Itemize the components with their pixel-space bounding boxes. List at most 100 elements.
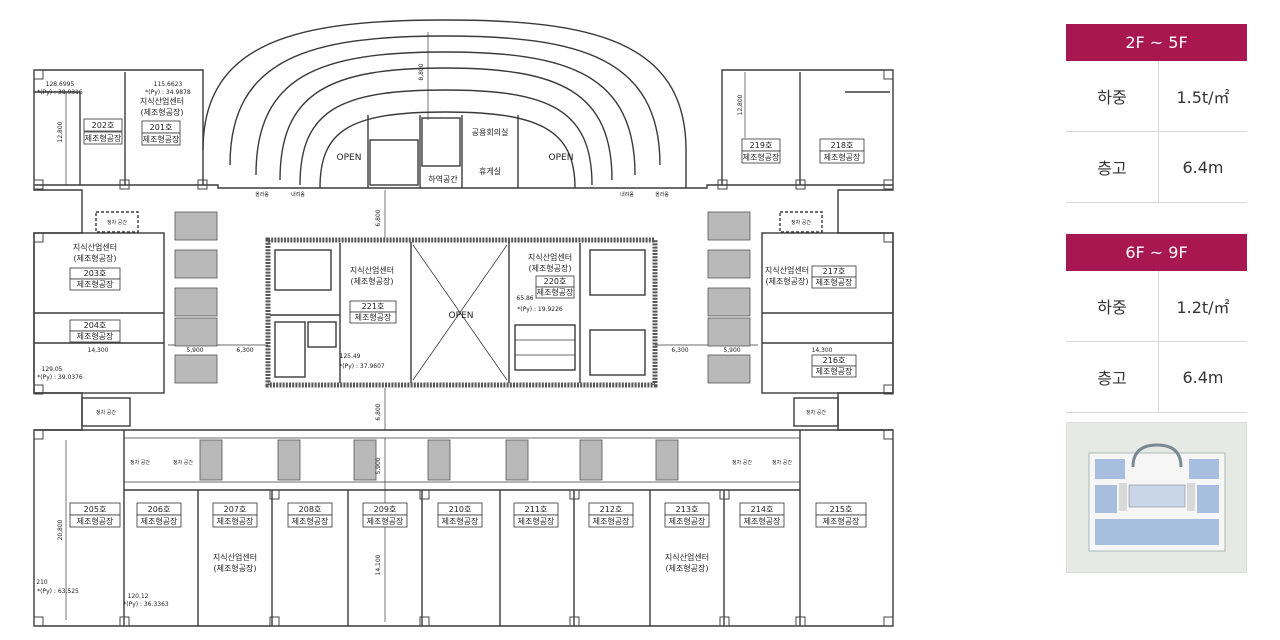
unit-208-type: 제조형공장 (292, 516, 329, 526)
ramp-up-right: 올라옴 (655, 191, 669, 198)
dim-14100: 14,100 (375, 554, 382, 575)
area-202: 128.6995 (46, 81, 75, 88)
unit-216: 216호 (823, 356, 846, 365)
unit-221: 221호 (362, 302, 385, 311)
park-space-left: 정차 공간 (107, 219, 127, 226)
ramp-down-right: 내려옴 (620, 191, 634, 198)
area-206: 120.12 (128, 593, 149, 600)
loading-area: 하역공간 (428, 174, 458, 184)
dim-12800-left: 12,800 (57, 121, 64, 142)
unit-207: 207호 (224, 505, 247, 514)
unit-214-type: 제조형공장 (744, 516, 781, 526)
unit-203: 203호 (84, 269, 107, 278)
floor-plan: 128.6995 *(Py) : 38.9316 202호 제조형공장 115.… (33, 19, 894, 627)
area-221-py: *(Py) : 37.9607 (339, 363, 385, 370)
unit-219: 219호 (750, 141, 773, 150)
factory-paren-217: (제조형공장) (765, 276, 808, 286)
unit-207-type: 제조형공장 (217, 516, 254, 526)
unit-210: 210호 (449, 505, 472, 514)
ramp-up-left: 올라옴 (255, 191, 269, 198)
dim-5900-left: 5,900 (186, 347, 203, 354)
unit-202: 202호 (92, 121, 115, 130)
unit-202-type: 제조형공장 (85, 133, 122, 143)
area-204-py: *(Py) : 39.0376 (37, 374, 83, 381)
area-220-py: *(Py) : 19.9226 (517, 306, 563, 313)
spec-row-load: 하중 1.2t/㎡ (1066, 271, 1247, 342)
area-221: 125.49 (340, 353, 361, 360)
unit-206-type: 제조형공장 (141, 516, 178, 526)
spec-row-height: 층고 6.4m (1066, 342, 1247, 413)
spec-label-load: 하중 (1066, 61, 1159, 131)
unit-212: 212호 (600, 505, 623, 514)
dim-6300-right: 6,300 (671, 347, 688, 354)
dim-8800: 8,800 (418, 63, 425, 80)
area-202-py: *(Py) : 38.9316 (37, 89, 83, 96)
center-label-203: 지식산업센터 (73, 242, 117, 252)
area-206-py: *(Py) : 36.3363 (123, 601, 169, 608)
spec-label-load: 하중 (1066, 271, 1159, 341)
dim-5900-bottom: 5,900 (375, 457, 382, 474)
dim-20800: 20,800 (57, 519, 64, 540)
dim-12800-right: 12,800 (737, 94, 744, 115)
unit-214: 214호 (751, 505, 774, 514)
unit-211-type: 제조형공장 (518, 516, 555, 526)
spec-table-6f-9f: 6F ~ 9F 하중 1.2t/㎡ 층고 6.4m (1066, 234, 1247, 413)
dim-6800-top: 6,800 (375, 209, 382, 226)
center-label-201: 지식산업센터 (140, 96, 184, 106)
unit-221-type: 제조형공장 (355, 312, 392, 322)
floor-thumbnail-image (1067, 423, 1246, 572)
unit-210-type: 제조형공장 (442, 516, 479, 526)
unit-220-type: 제조형공장 (537, 287, 574, 297)
unit-213: 213호 (676, 505, 699, 514)
center-label-bottom-left: 지식산업센터 (213, 552, 257, 562)
unit-201-type: 제조형공장 (143, 134, 180, 144)
open-label-1: OPEN (337, 153, 362, 163)
unit-211: 211호 (525, 505, 548, 514)
spec-table-2f-5f: 2F ~ 5F 하중 1.5t/㎡ 층고 6.4m (1066, 24, 1247, 203)
dim-14300-right: 14,300 (812, 347, 833, 354)
unit-204: 204호 (84, 321, 107, 330)
center-label-bottom-right: 지식산업센터 (665, 552, 709, 562)
spec-row-load: 하중 1.5t/㎡ (1066, 61, 1247, 132)
factory-paren-220: (제조형공장) (528, 263, 571, 273)
ramp-down-left: 내려옴 (291, 191, 305, 198)
center-label-220: 지식산업센터 (528, 252, 572, 262)
unit-218-type: 제조형공장 (824, 152, 861, 162)
factory-paren-221: (제조형공장) (350, 276, 393, 286)
area-204: 129.05 (42, 366, 63, 373)
unit-205-type: 제조형공장 (77, 516, 114, 526)
area-201-py: *(Py) : 34.9878 (145, 89, 191, 96)
unit-201: 201호 (150, 123, 173, 132)
area-205-py: *(Py) : 63.525 (37, 588, 79, 595)
factory-paren-bottom-right: (제조형공장) (665, 563, 708, 573)
floor-thumbnail (1066, 422, 1247, 573)
area-205: 210 (36, 579, 48, 586)
unit-217-type: 제조형공장 (816, 277, 853, 287)
spec-value-load: 1.5t/㎡ (1176, 88, 1230, 107)
unit-203-type: 제조형공장 (77, 279, 114, 289)
unit-209: 209호 (374, 505, 397, 514)
spec-value-load: 1.2t/㎡ (1176, 298, 1230, 317)
unit-216-type: 제조형공장 (816, 366, 853, 376)
unit-215: 215호 (830, 505, 853, 514)
open-label-core: OPEN (449, 311, 474, 321)
unit-204-type: 제조형공장 (77, 331, 114, 341)
unit-206: 206호 (148, 505, 171, 514)
dim-6800-bottom: 6,800 (375, 403, 382, 420)
lounge: 휴게실 (479, 166, 501, 176)
park-space-b3: 정차 공간 (732, 459, 752, 466)
park-space-b2: 정차 공간 (173, 459, 193, 466)
park-space-bl: 정차 공간 (96, 409, 116, 416)
unit-212-type: 제조형공장 (593, 516, 630, 526)
unit-218: 218호 (831, 141, 854, 150)
unit-208: 208호 (299, 505, 322, 514)
factory-paren-201: (제조형공장) (140, 107, 183, 117)
dim-6300-left: 6,300 (236, 347, 253, 354)
park-space-right: 정차 공간 (791, 219, 811, 226)
spec-label-height: 층고 (1066, 132, 1159, 202)
dim-5900-right: 5,900 (723, 347, 740, 354)
open-label-2: OPEN (549, 153, 574, 163)
park-space-br: 정차 공간 (806, 409, 826, 416)
unit-217: 217호 (823, 267, 846, 276)
area-220: 65.86 (516, 295, 533, 302)
